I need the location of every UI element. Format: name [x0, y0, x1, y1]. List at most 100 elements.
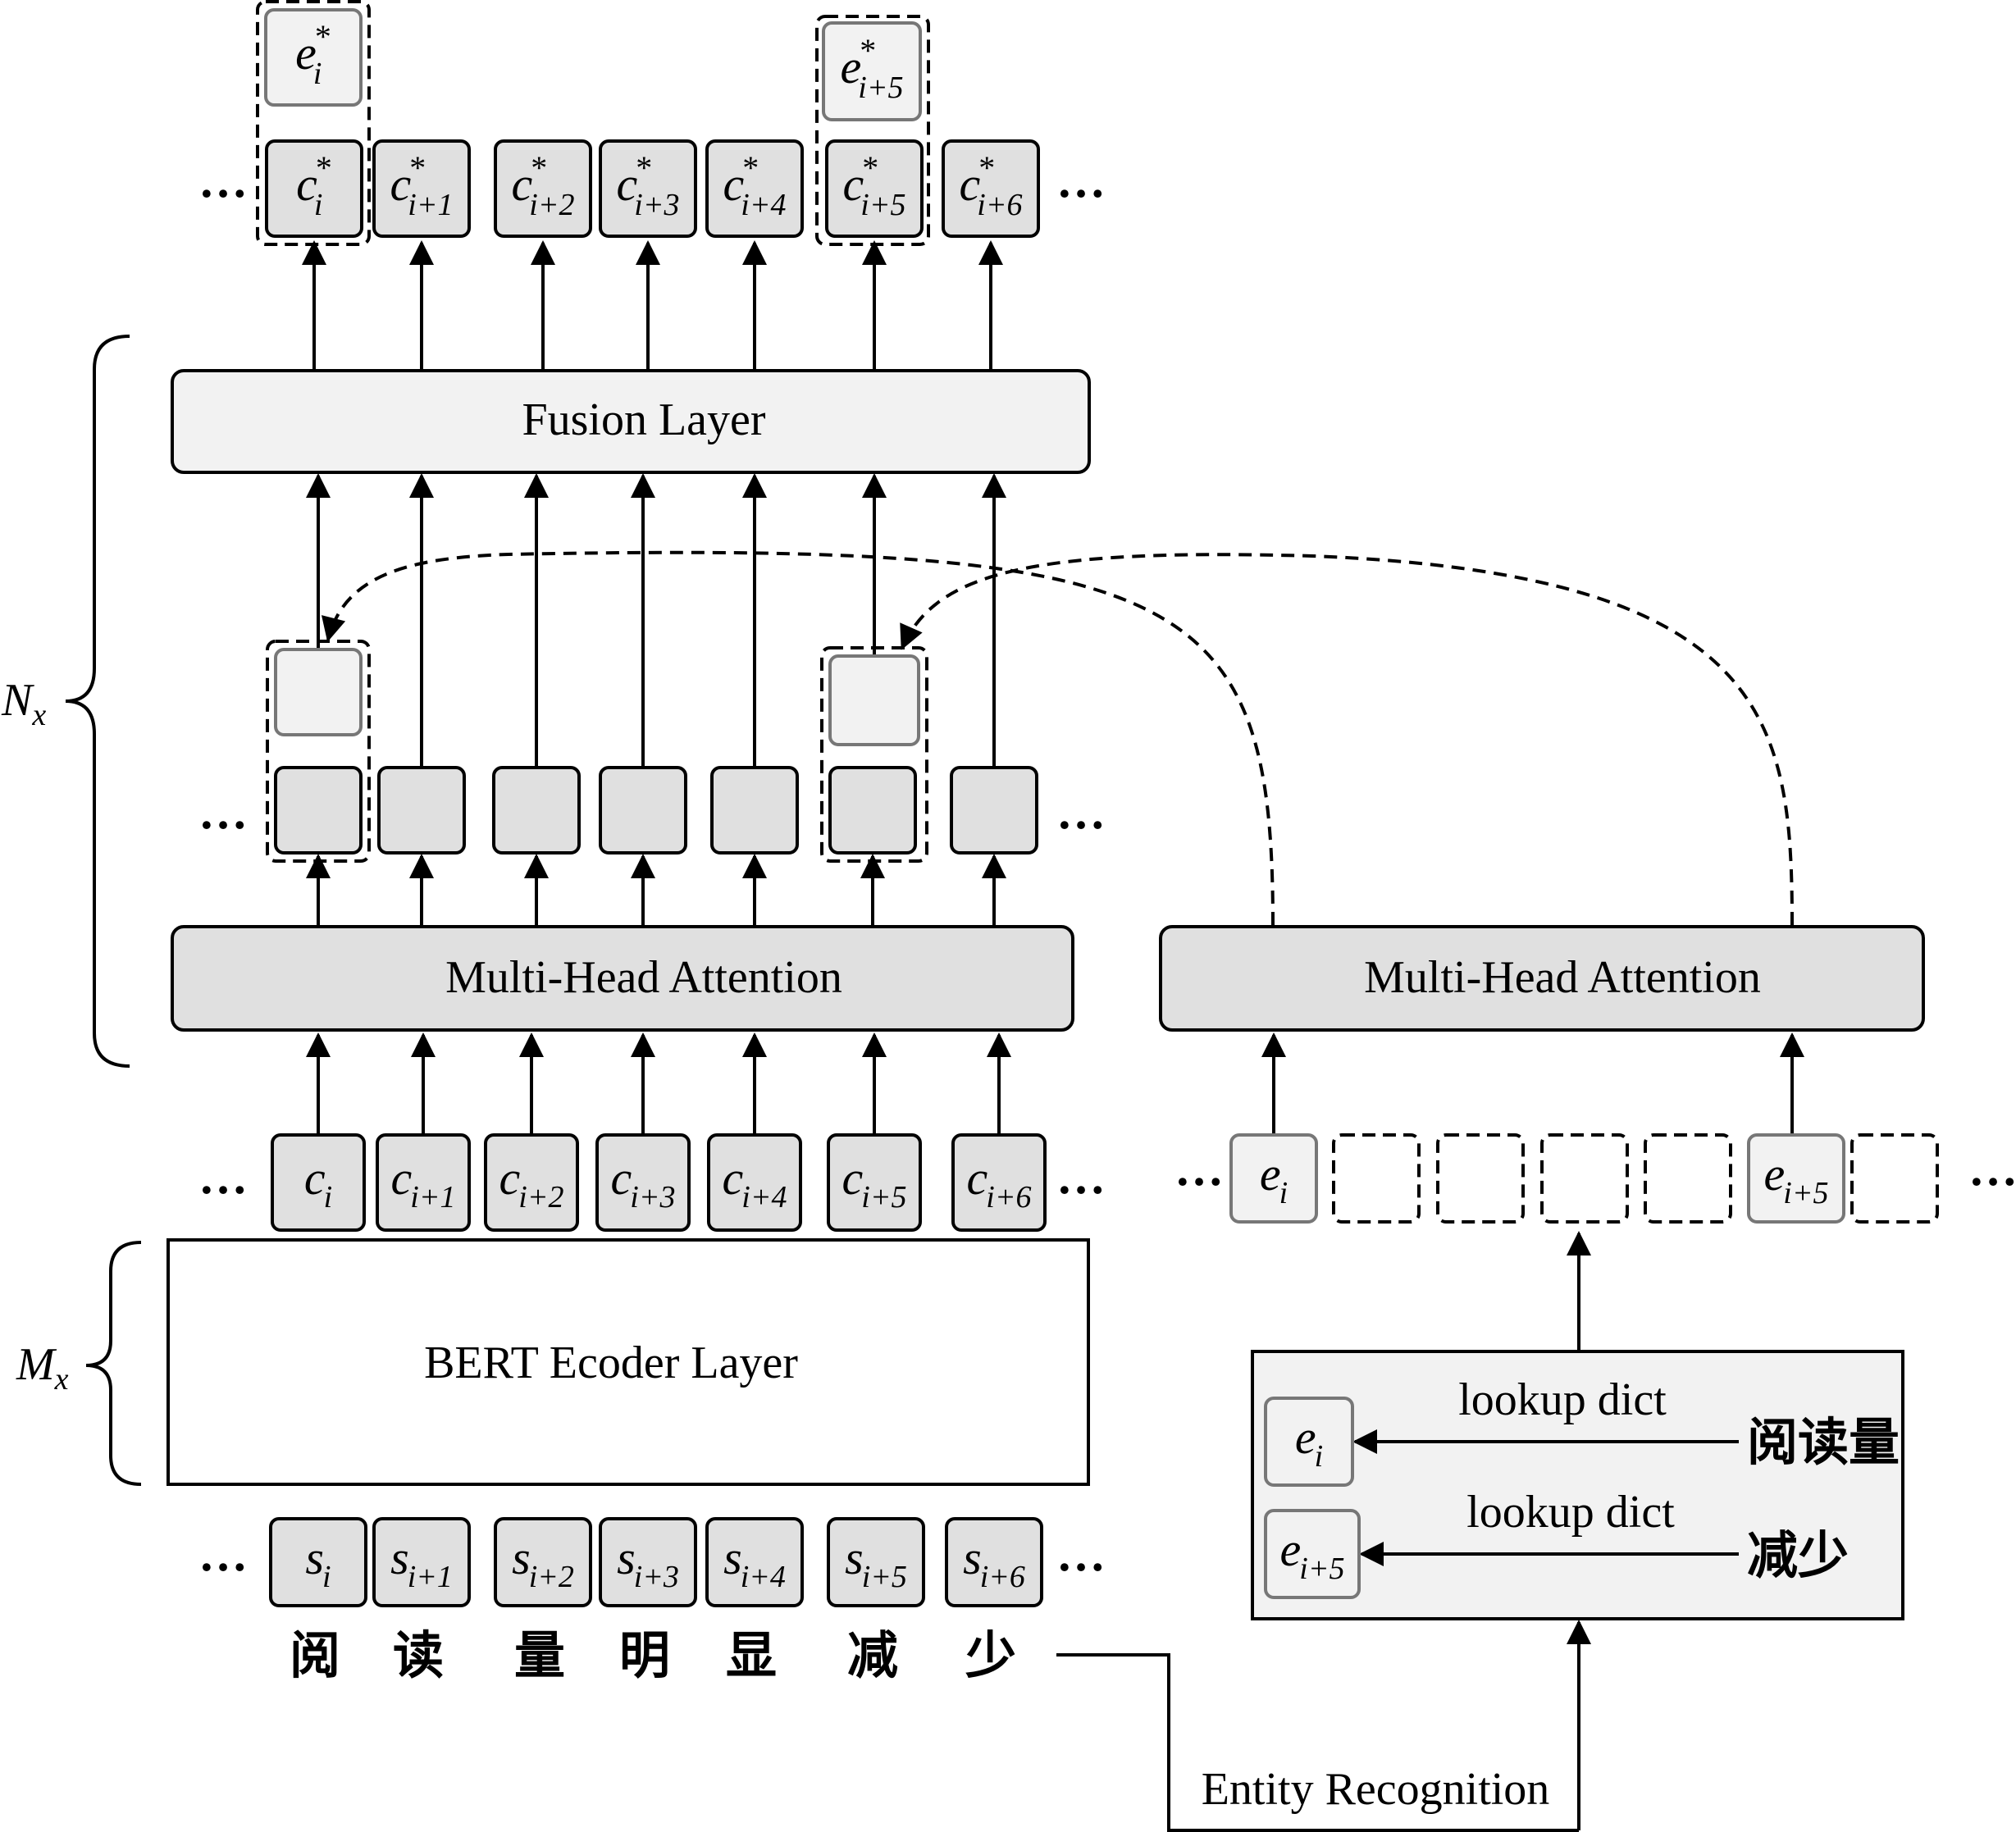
recognition-route-in — [1056, 1653, 1170, 1832]
entity-recognition-label: Entity Recognition — [1202, 1764, 1550, 1815]
c-star-token-box — [372, 139, 471, 238]
token-boxes — [256, 0, 1939, 1607]
empty-entity-slot — [1436, 1133, 1525, 1224]
hidden-token-box — [492, 766, 581, 854]
lookup-entity-label-1: ei — [1295, 1410, 1323, 1474]
lookup-entity-box-1 — [1264, 1397, 1354, 1487]
c-token-label: ci+2 — [499, 1151, 564, 1214]
entity-token-label-i5: ei+5 — [1764, 1147, 1829, 1210]
char-label: 少 — [965, 1625, 1016, 1685]
entity-aware-box-i — [274, 648, 363, 736]
s-token-box — [705, 1517, 804, 1607]
ellipsis-h-right: … — [1056, 785, 1106, 839]
e-star-label-i5: e*i+5 — [841, 32, 904, 105]
e-star-label-i: e*i — [295, 18, 331, 91]
bert-encoder-layer: BERT Ecoder Layer — [166, 1238, 1090, 1486]
c-star-token-label: c*i+5 — [843, 149, 906, 222]
c-star-token-label: c*i+6 — [960, 149, 1023, 222]
char-label: 减 — [847, 1625, 898, 1685]
nx-label: Nx — [1, 675, 46, 732]
c-star-token-label: c*i+3 — [617, 149, 680, 222]
s-token-label: si+6 — [963, 1531, 1025, 1594]
dashed-group-i5 — [820, 646, 928, 863]
c-token-box — [376, 1133, 471, 1232]
c-token-label: ci+6 — [967, 1151, 1032, 1214]
lookup-label-2: lookup dict — [1466, 1487, 1675, 1538]
hidden-token-box — [828, 766, 917, 854]
bert-layer-label: BERT Ecoder Layer — [424, 1338, 798, 1388]
s-token-label: si+3 — [617, 1531, 679, 1594]
lookup-word-2: 减少 — [1747, 1525, 1849, 1585]
lookup-dict-panel — [1251, 1350, 1904, 1620]
c-token-box — [484, 1133, 579, 1232]
ellipsis-s-right: … — [1056, 1527, 1106, 1581]
s-token-label: si+2 — [512, 1531, 574, 1594]
dashed-group-i — [266, 640, 371, 863]
dashed-output-group-i5 — [815, 15, 930, 246]
ellipsis-e-left: … — [1174, 1142, 1224, 1196]
c-token-label: ci+5 — [842, 1151, 907, 1214]
char-label: 量 — [514, 1625, 565, 1685]
multi-head-attention-left: Multi-Head Attention — [171, 925, 1074, 1032]
ellipsis-h-left: … — [198, 785, 248, 839]
empty-entity-slot — [1644, 1133, 1732, 1224]
c-token-box — [707, 1133, 802, 1232]
hidden-token-box — [599, 766, 687, 854]
ellipsis-c-left: … — [198, 1150, 248, 1204]
ellipsis-c-right: … — [1056, 1150, 1106, 1204]
c-star-token-label: c*i+4 — [723, 149, 787, 222]
e-star-box-i5 — [822, 21, 922, 121]
arrows — [302, 240, 1804, 1832]
c-token-label: ci+3 — [611, 1151, 676, 1214]
c-star-token-label: c*i+2 — [512, 149, 575, 222]
fusion-layer-label: Fusion Layer — [522, 394, 765, 445]
lookup-entity-label-2: ei+5 — [1280, 1523, 1345, 1586]
s-token-label: si+4 — [723, 1531, 786, 1594]
entity-token-label-i: ei — [1260, 1147, 1288, 1210]
ellipsis-e-right: … — [1968, 1142, 2016, 1196]
s-token-box — [599, 1517, 697, 1607]
s-token-box — [372, 1517, 471, 1607]
char-label: 阅 — [290, 1625, 340, 1685]
entity-aware-box-i5 — [828, 654, 920, 746]
c-star-token-label: c*i — [296, 149, 332, 222]
s-token-label: si — [305, 1531, 331, 1594]
dashed-connector-i — [322, 550, 1275, 926]
s-token-box — [494, 1517, 592, 1607]
c-star-token-box — [599, 139, 697, 238]
hidden-token-box — [274, 766, 363, 854]
mha-right-label: Multi-Head Attention — [1364, 952, 1761, 1003]
fusion-layer: Fusion Layer — [171, 369, 1091, 474]
c-token-box — [595, 1133, 691, 1232]
mha-left-label: Multi-Head Attention — [445, 952, 842, 1003]
char-label: 明 — [619, 1625, 670, 1685]
c-star-token-box — [825, 139, 924, 238]
lookup-word-1: 阅读量 — [1747, 1412, 1900, 1472]
c-token-box — [271, 1133, 366, 1232]
c-star-token-box — [705, 139, 804, 238]
mx-bracket: Mx — [16, 1241, 142, 1486]
c-token-box — [827, 1133, 922, 1232]
dashed-output-group-i — [256, 0, 371, 246]
c-token-label: ci+4 — [723, 1151, 787, 1214]
c-star-token-label: c*i+1 — [390, 149, 454, 222]
s-token-label: si+5 — [845, 1531, 907, 1594]
s-token-box — [945, 1517, 1043, 1607]
dashed-connectors — [322, 550, 1794, 926]
mx-label: Mx — [16, 1339, 69, 1397]
entity-token-box-i — [1229, 1133, 1318, 1224]
c-token-label: ci+1 — [391, 1151, 456, 1214]
lookup-entity-box-2 — [1264, 1509, 1361, 1599]
char-label: 显 — [726, 1625, 777, 1685]
lookup-label-1: lookup dict — [1458, 1374, 1667, 1425]
hidden-token-box — [377, 766, 466, 854]
c-token-label: ci — [304, 1151, 332, 1214]
multi-head-attention-right: Multi-Head Attention — [1159, 925, 1925, 1032]
ellipsis-cstar-left: … — [198, 153, 248, 207]
nx-bracket: Nx — [1, 335, 130, 1068]
ellipsis-cstar-right: … — [1056, 153, 1106, 207]
entity-token-box-i5 — [1747, 1133, 1845, 1224]
s-token-box — [269, 1517, 367, 1607]
